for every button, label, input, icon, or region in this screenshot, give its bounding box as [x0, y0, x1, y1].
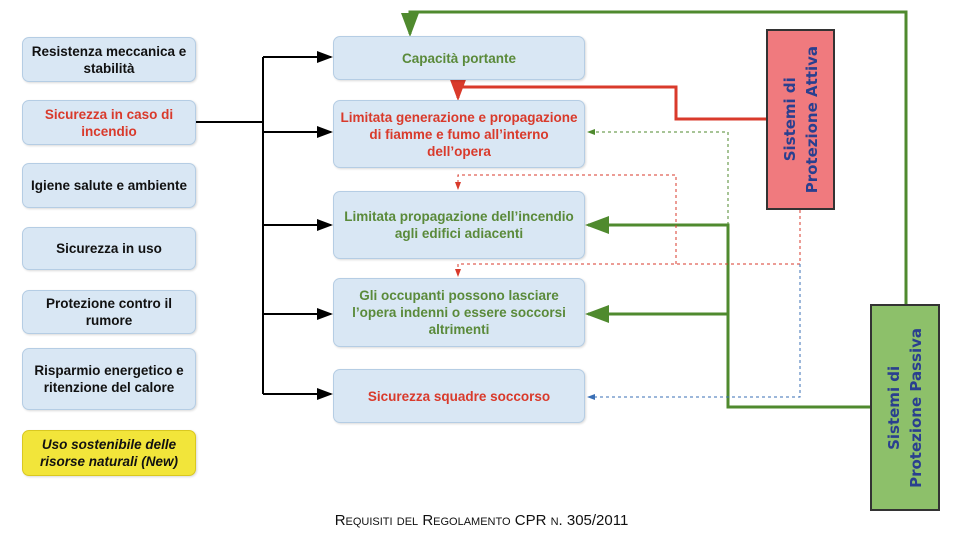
passive-dashed	[587, 129, 729, 225]
caption: Requisiti del Regolamento CPR n. 305/201…	[334, 512, 629, 529]
fire-requirement-1: Capacità portante	[333, 36, 585, 80]
passive-protection-box: Sistemi di Protezione Passiva	[870, 304, 940, 511]
requirement-5: Protezione contro il rumore	[22, 290, 196, 334]
requirement-6: Risparmio energetico e ritenzione del ca…	[22, 348, 196, 410]
fire-requirement-2: Limitata generazione e propagazione di f…	[333, 100, 585, 168]
black-connectors	[196, 51, 333, 400]
requirement-7: Uso sostenibile delle risorse naturali (…	[22, 430, 196, 476]
requirement-4: Sicurezza in uso	[22, 227, 196, 270]
passive-protection-label: Sistemi di Protezione Passiva	[885, 327, 925, 488]
fire-requirement-3: Limitata propagazione dell’incendio agli…	[333, 191, 585, 259]
fire-requirement-5: Sicurezza squadre soccorso	[333, 369, 585, 423]
requirement-2: Sicurezza in caso di incendio	[22, 100, 196, 145]
requirement-3: Igiene salute e ambiente	[22, 163, 196, 208]
active-protection-box: Sistemi di Protezione Attiva	[766, 29, 835, 210]
active-protection-label: Sistemi di Protezione Attiva	[780, 45, 821, 194]
active-dashed	[455, 174, 801, 277]
requirement-1: Resistenza meccanica e stabilità	[22, 37, 196, 82]
active-connector	[449, 77, 766, 121]
fire-requirement-4: Gli occupanti possono lasciare l’opera i…	[333, 278, 585, 347]
blue-dashed	[587, 264, 801, 400]
passive-connectors	[401, 10, 908, 409]
